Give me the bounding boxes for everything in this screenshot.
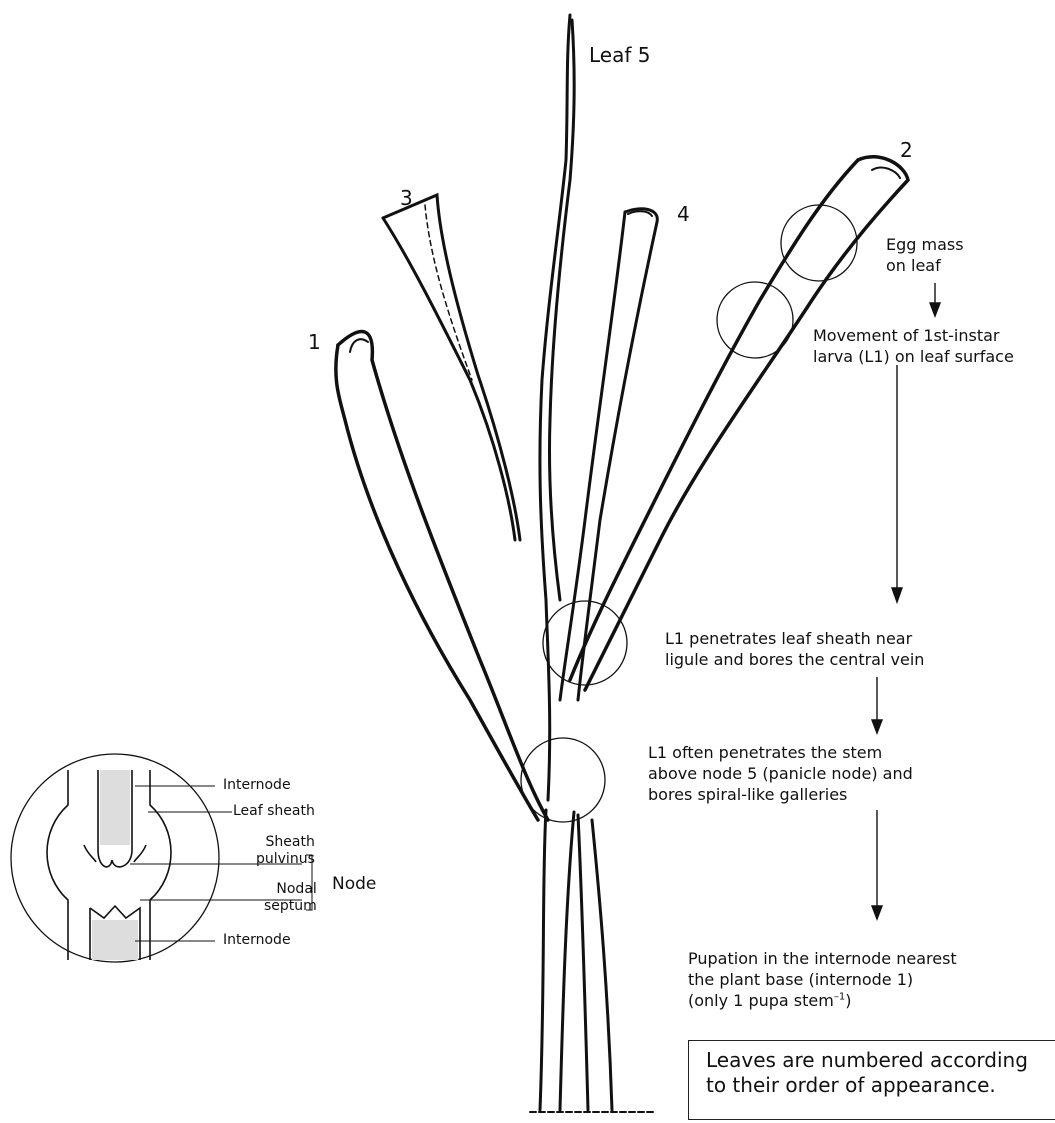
main-stem [530,810,655,1112]
leaf-3-label: 3 [400,186,413,210]
step-pupation-line-3: (only 1 pupa stem–1) [688,990,957,1011]
inset-sheath-pulvinus-line-2: pulvinus [256,851,315,868]
step-penetrates-stem: L1 often penetrates the stem above node … [648,742,913,805]
inset-internode-top: Internode [223,777,291,794]
inset-node: Node [332,874,376,894]
inset-nodal-septum-line-1: Nodal [264,881,317,898]
step-pupation: Pupation in the internode nearest the pl… [688,948,957,1011]
inset-leaf-sheath: Leaf sheath [233,803,315,820]
step-penetrates-sheath-line-2: ligule and bores the central vein [665,649,924,670]
step-movement: Movement of 1st-instar larva (L1) on lea… [813,325,1014,367]
inset-sheath-pulvinus-line-1: Sheath [256,834,315,851]
step-penetrates-stem-line-2: above node 5 (panicle node) and [648,763,913,784]
leaf-2-label: 2 [900,138,913,162]
step-pupation-line-1: Pupation in the internode nearest [688,948,957,969]
note-line-1: Leaves are numbered according [706,1048,1028,1073]
leaf-4-label: 4 [677,202,690,226]
step-egg-mass-line-1: Egg mass [886,234,964,255]
inset-sheath-pulvinus: Sheath pulvinus [256,834,315,868]
leaf-1 [336,331,548,820]
leaf-3 [383,195,520,540]
step-penetrates-sheath: L1 penetrates leaf sheath near ligule an… [665,628,924,670]
leaf-5-label: Leaf 5 [589,43,650,67]
step-penetrates-stem-line-1: L1 often penetrates the stem [648,742,913,763]
flow-arrows [872,283,940,919]
step-egg-mass: Egg mass on leaf [886,234,964,276]
note-line-2: to their order of appearance. [706,1073,1028,1098]
step-pupation-line-2: the plant base (internode 1) [688,969,957,990]
step-movement-line-2: larva (L1) on leaf surface [813,346,1014,367]
activity-circles [521,205,857,822]
step-penetrates-stem-line-3: bores spiral-like galleries [648,784,913,805]
leaf-1-label: 1 [308,330,321,354]
pupation-superscript: –1 [834,992,845,1003]
inset-nodal-septum: Nodal septum [264,881,317,915]
inset-internode-bottom: Internode [223,932,291,949]
pupation-prefix: (only 1 pupa stem [688,991,834,1010]
leaf-4 [560,209,657,700]
step-penetrates-sheath-line-1: L1 penetrates leaf sheath near [665,628,924,649]
inset-nodal-septum-line-2: septum [264,898,317,915]
note-text: Leaves are numbered according to their o… [706,1048,1028,1098]
step-egg-mass-line-2: on leaf [886,255,964,276]
step-movement-line-1: Movement of 1st-instar [813,325,1014,346]
pupation-suffix: ) [845,991,851,1010]
